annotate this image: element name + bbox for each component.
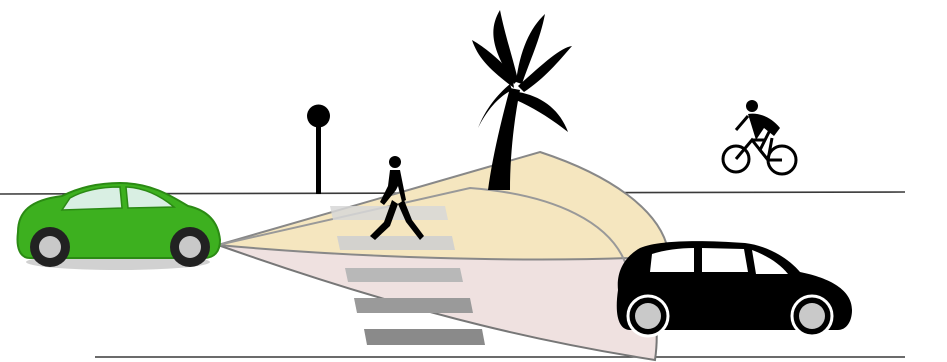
crosswalk-stripe <box>364 329 485 345</box>
sign-post-icon <box>307 105 330 195</box>
bicycle-rider-icon <box>723 100 796 174</box>
crosswalk-stripe <box>345 268 463 282</box>
crosswalk-stripe <box>354 298 473 313</box>
crosswalk-stripe <box>337 236 455 250</box>
black-car-icon <box>617 241 852 336</box>
green-car-icon <box>18 183 221 270</box>
